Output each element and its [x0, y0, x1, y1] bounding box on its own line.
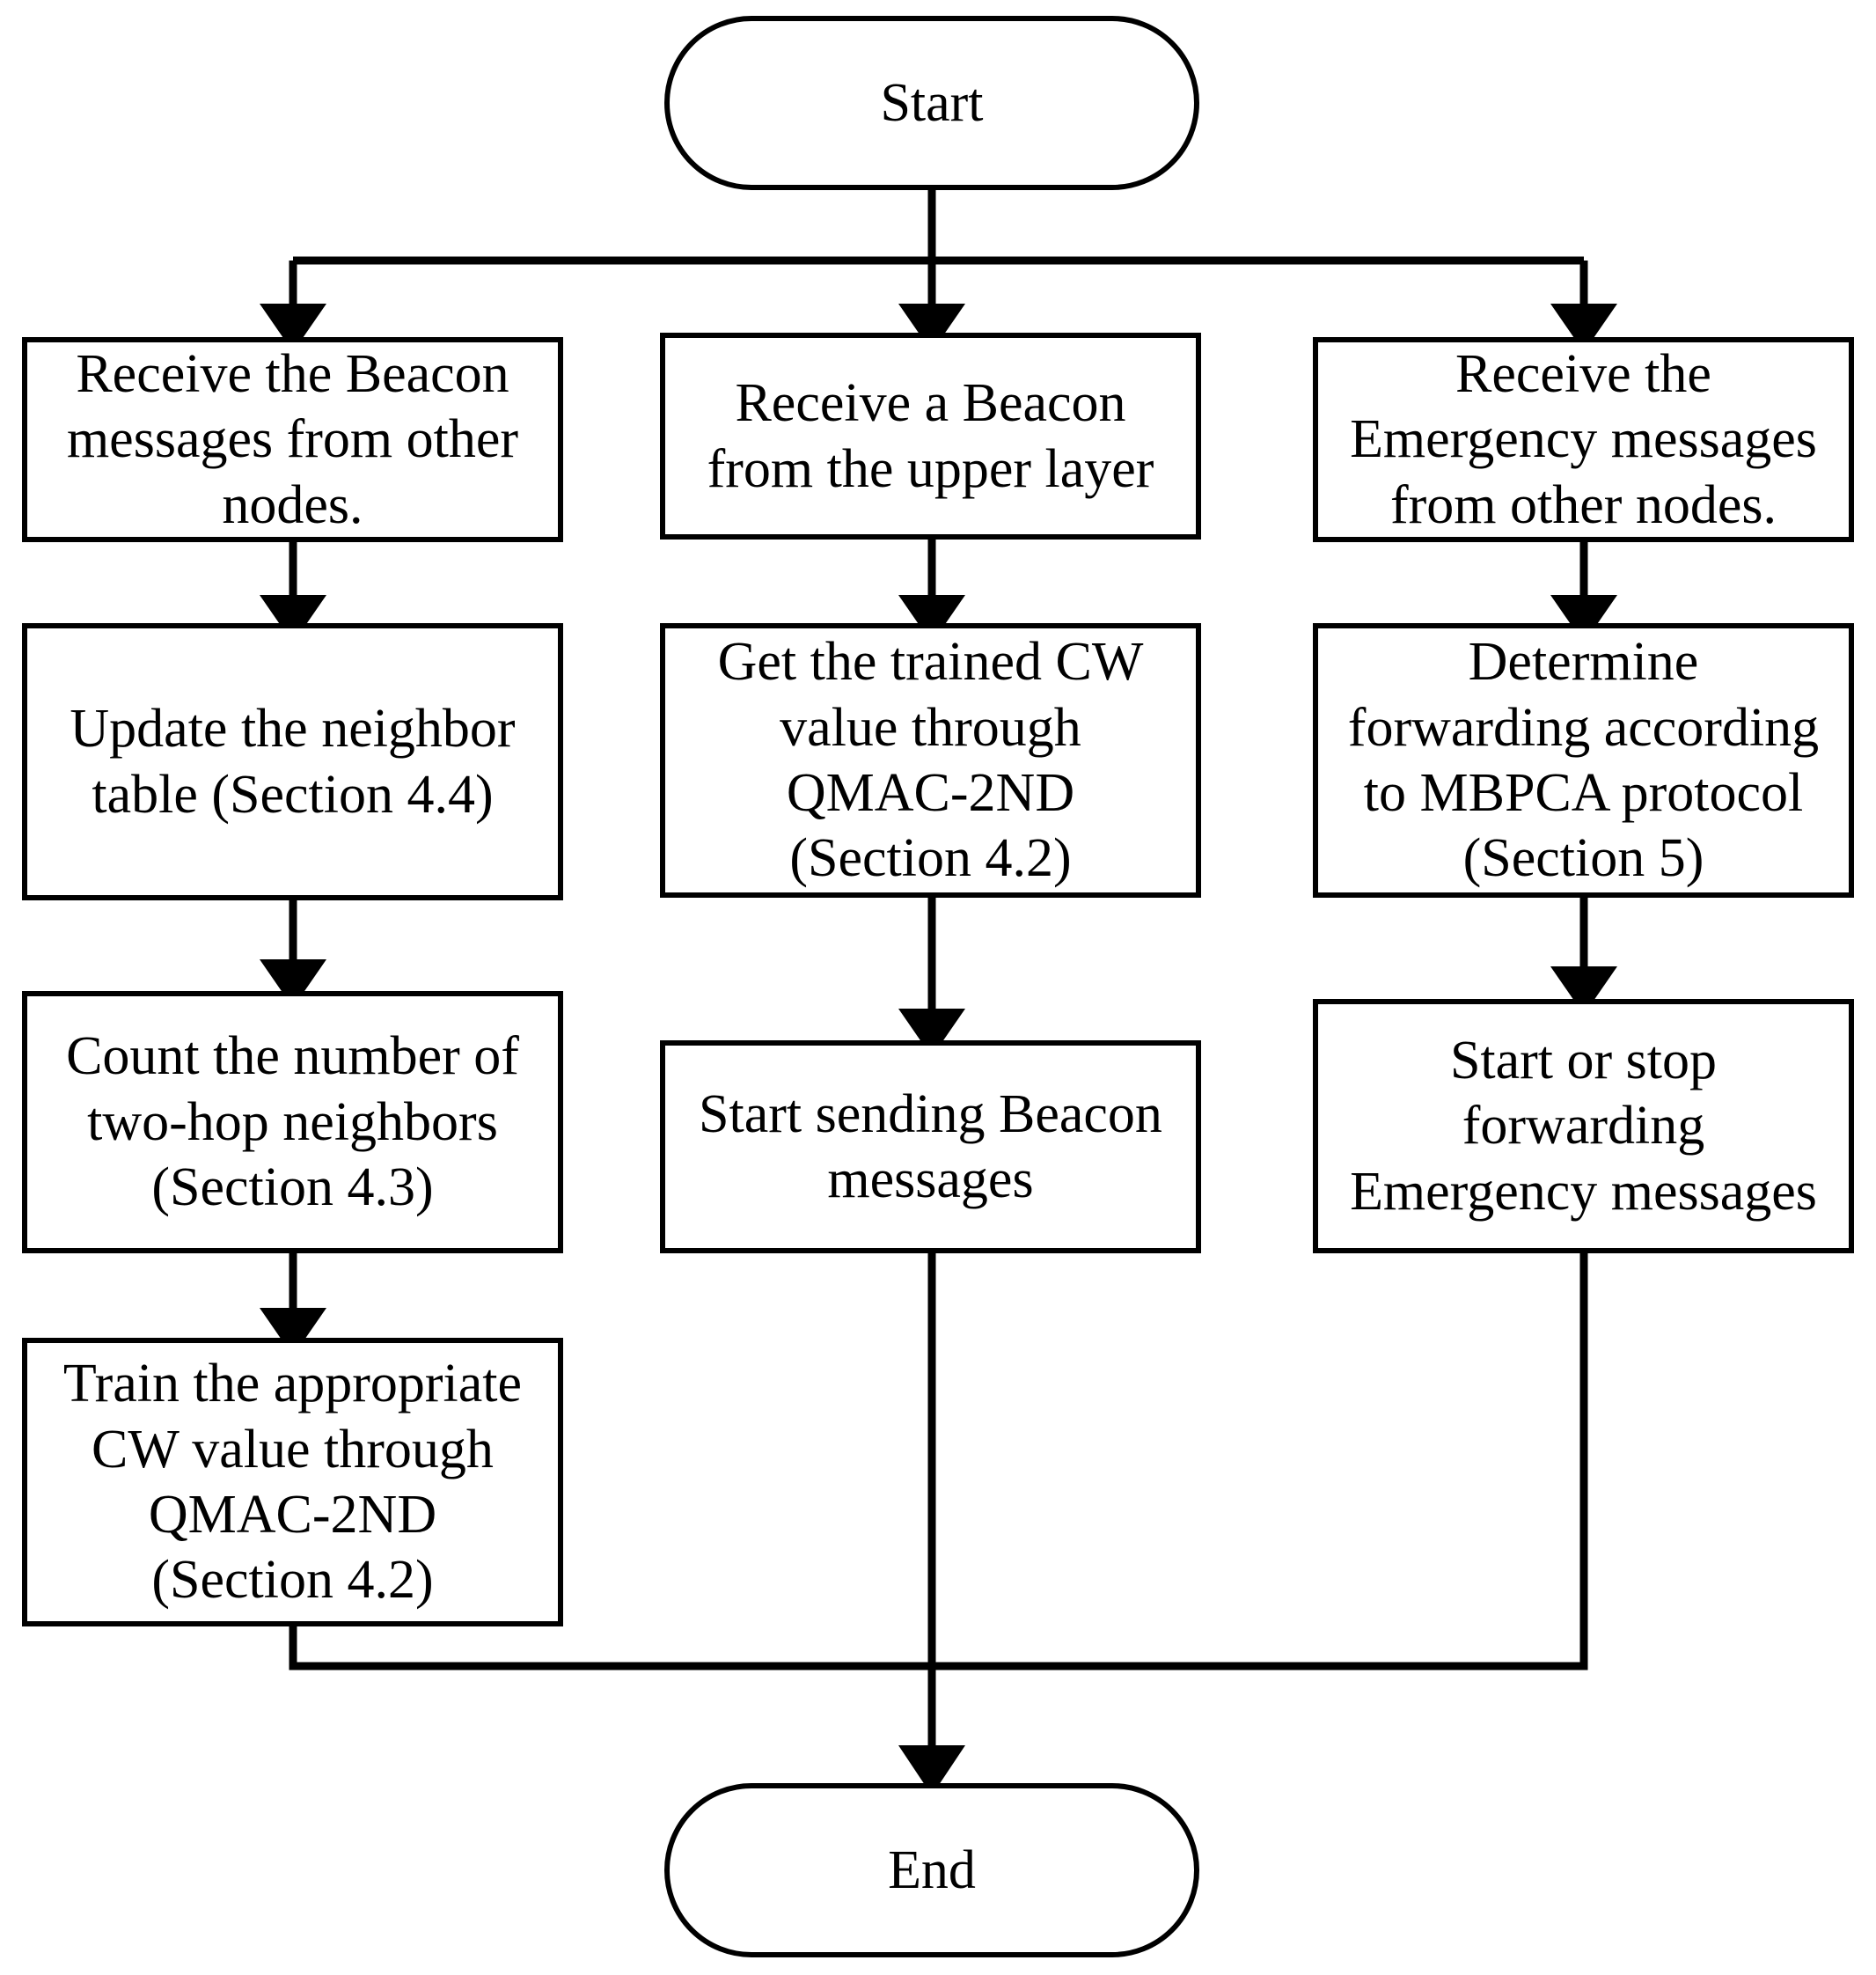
node-get-trained-cw-value-label: Get the trained CW value through QMAC-2N… [717, 632, 1144, 889]
arrowhead-m2-m3 [898, 1009, 965, 1057]
node-count-two-hop-neighbors[interactable]: Count the number of two-hop neighbors (S… [22, 991, 563, 1253]
node-determine-forwarding-mbpca-label: Determine forwarding according to MBPCA … [1347, 632, 1820, 889]
node-receive-beacon-messages[interactable]: Receive the Beacon messages from other n… [22, 337, 563, 542]
node-receive-beacon-upper-layer[interactable]: Receive a Beacon from the upper layer [660, 333, 1201, 540]
node-receive-emergency-messages[interactable]: Receive the Emergency messages from othe… [1313, 337, 1854, 542]
arrowhead-l1-l2 [260, 595, 326, 643]
node-receive-emergency-messages-label: Receive the Emergency messages from othe… [1350, 343, 1817, 535]
node-start-stop-forwarding-label: Start or stop forwarding Emergency messa… [1350, 1030, 1817, 1222]
node-start[interactable]: Start [664, 16, 1199, 190]
arrowhead-l2-l3 [260, 959, 326, 1008]
node-end-label: End [888, 1839, 976, 1900]
node-update-neighbor-table-label: Update the neighbor table (Section 4.4) [70, 699, 516, 825]
arrowheads [260, 304, 1617, 1795]
arrowhead-to-m1 [898, 304, 965, 352]
arrowhead-to-l1 [260, 304, 326, 352]
node-update-neighbor-table[interactable]: Update the neighbor table (Section 4.4) [22, 623, 563, 900]
node-start-sending-beacon-label: Start sending Beacon messages [699, 1083, 1162, 1209]
node-count-two-hop-neighbors-label: Count the number of two-hop neighbors (S… [66, 1026, 519, 1218]
node-start-sending-beacon[interactable]: Start sending Beacon messages [660, 1040, 1201, 1253]
edge-join-bus [289, 1253, 1588, 1670]
node-start-stop-forwarding[interactable]: Start or stop forwarding Emergency messa… [1313, 999, 1854, 1253]
arrowhead-r2-r3 [1550, 966, 1617, 1015]
node-get-trained-cw-value[interactable]: Get the trained CW value through QMAC-2N… [660, 623, 1201, 898]
node-train-cw-value-label: Train the appropriate CW value through Q… [62, 1354, 523, 1611]
node-receive-beacon-upper-layer-label: Receive a Beacon from the upper layer [707, 373, 1154, 499]
arrowhead-to-end [898, 1745, 965, 1795]
node-end[interactable]: End [664, 1783, 1199, 1957]
arrowhead-m1-m2 [898, 595, 965, 643]
node-train-cw-value[interactable]: Train the appropriate CW value through Q… [22, 1338, 563, 1626]
node-determine-forwarding-mbpca[interactable]: Determine forwarding according to MBPCA … [1313, 623, 1854, 898]
arrowhead-to-r1 [1550, 304, 1617, 352]
arrowhead-l3-l4 [260, 1308, 326, 1356]
node-start-label: Start [880, 72, 984, 133]
arrowhead-r1-r2 [1550, 595, 1617, 643]
node-receive-beacon-messages-label: Receive the Beacon messages from other n… [66, 343, 519, 535]
